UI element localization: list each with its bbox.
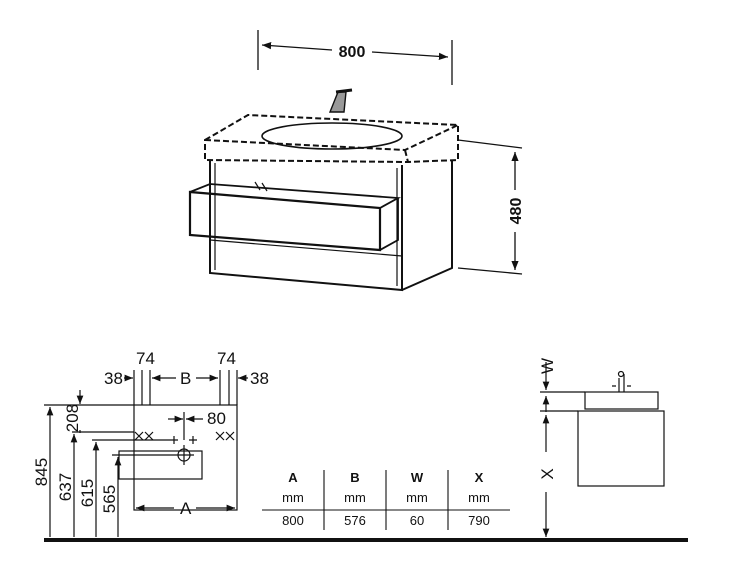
- dim-38-right: 38: [250, 369, 269, 388]
- dim-x: X: [538, 468, 557, 479]
- height-label: 480: [508, 198, 525, 225]
- dim-b: B: [180, 369, 191, 388]
- dim-565: 565: [100, 485, 119, 513]
- dim-637: 637: [56, 473, 75, 501]
- table-value-x: 790: [468, 513, 490, 528]
- table-header-b: B: [350, 470, 359, 485]
- plan-view: [44, 370, 248, 537]
- side-view: [540, 362, 665, 537]
- dim-845: 845: [32, 458, 51, 486]
- dim-38-left: 38: [104, 369, 123, 388]
- dim-208: 208: [63, 404, 82, 432]
- dimension-table: [262, 470, 510, 530]
- table-header-a: A: [288, 470, 298, 485]
- floor-line: [44, 538, 688, 542]
- table-value-w: 60: [410, 513, 424, 528]
- width-label: 800: [339, 44, 366, 61]
- height-dimension: [457, 139, 523, 275]
- table-unit-b: mm: [344, 490, 366, 505]
- table-unit-a: mm: [282, 490, 304, 505]
- dim-615: 615: [78, 479, 97, 507]
- dim-a: A: [180, 499, 192, 518]
- table-header-w: W: [411, 470, 424, 485]
- width-dimension: [257, 30, 453, 85]
- dim-74-right: 74: [217, 349, 236, 368]
- table-unit-w: mm: [406, 490, 428, 505]
- dim-w: W: [538, 358, 557, 374]
- table-header-x: X: [475, 470, 484, 485]
- vanity-illustration: [188, 88, 459, 292]
- table-value-a: 800: [282, 513, 304, 528]
- table-unit-x: mm: [468, 490, 490, 505]
- table-value-b: 576: [344, 513, 366, 528]
- dim-74-left: 74: [136, 349, 155, 368]
- dim-80: 80: [207, 409, 226, 428]
